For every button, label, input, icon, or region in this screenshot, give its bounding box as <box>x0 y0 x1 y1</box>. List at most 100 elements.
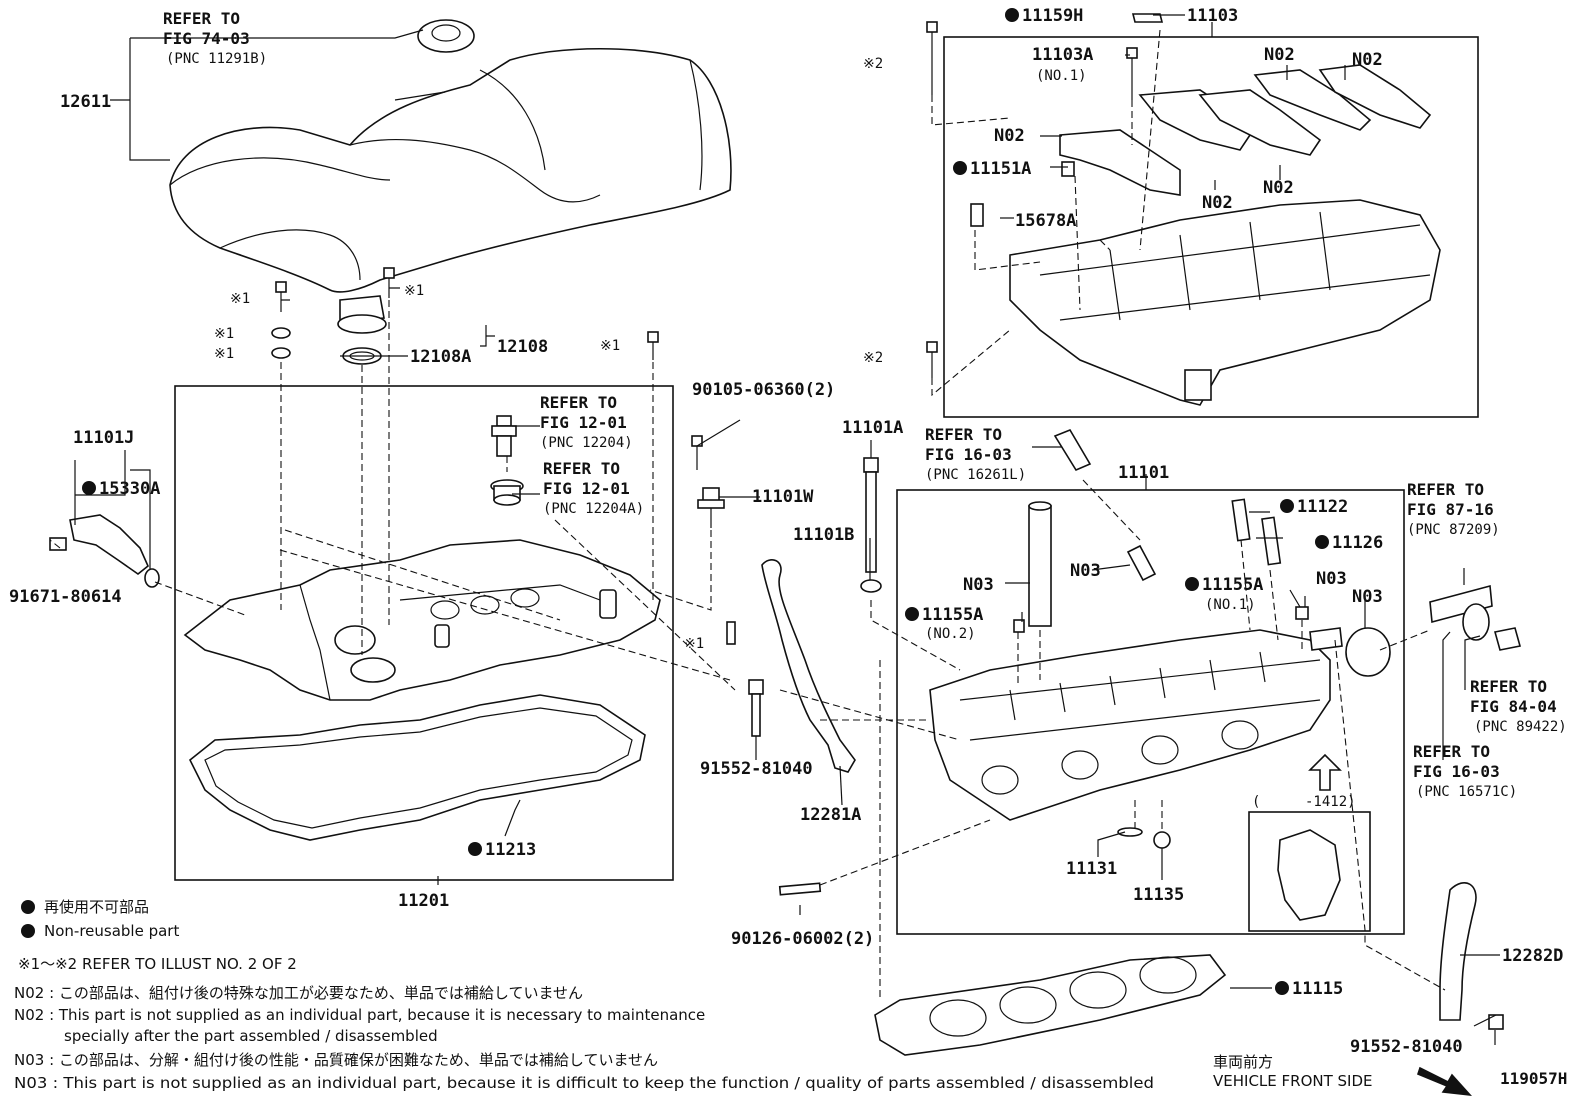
label-refer-cover-3: (PNC 11291B) <box>166 51 267 67</box>
label-refer-1603a-2: FIG 16-03 <box>925 445 1012 464</box>
label-11115: 11115 <box>1292 979 1343 999</box>
label-11155a-no2-sub: (NO.2) <box>925 626 976 642</box>
label-11101j: 11101J <box>73 428 134 448</box>
label-refer-cover-2: FIG 74-03 <box>163 29 250 48</box>
label-12282d: 12282D <box>1502 946 1563 966</box>
legend-jp: 再使用不可部品 <box>44 898 149 916</box>
label-11155a-no2: 11155A <box>922 605 983 625</box>
inset-detail-drawing <box>1277 829 1341 921</box>
label-refer-8404-2: FIG 84-04 <box>1470 697 1557 716</box>
notes-block: 再使用不可部品 Non-reusable part ※1～※2 REFER TO… <box>14 898 1154 1092</box>
label-15678a: 15678A <box>1015 211 1076 231</box>
label-11151a: 11151A <box>970 159 1031 179</box>
label-11103: 11103 <box>1187 6 1238 26</box>
label-11201: 11201 <box>398 891 449 911</box>
label-refer-1603a-3: (PNC 16261L) <box>925 467 1026 483</box>
head-cover-drawing <box>183 539 661 701</box>
leader-lines <box>74 14 1500 1045</box>
label-11103a-no: (NO.1) <box>1036 68 1087 84</box>
label-11159h: 11159H <box>1022 6 1083 26</box>
stud-11101w-drawing <box>697 487 725 528</box>
label-12108a: 12108A <box>410 347 471 367</box>
head-small-parts-drawing <box>1013 429 1522 849</box>
view-arrow <box>1308 753 1342 791</box>
label-11103a: 11103A <box>1032 45 1093 65</box>
label-refer-pcv2-2: FIG 12-01 <box>543 479 630 498</box>
engine-hanger-12282d-drawing <box>1439 882 1477 1021</box>
oil-filler-cap-drawing <box>337 295 387 365</box>
label-11122: 11122 <box>1297 497 1348 517</box>
label-refer-8716-1: REFER TO <box>1407 480 1484 499</box>
note-refer-illust: ※1～※2 REFER TO ILLUST NO. 2 OF 2 <box>18 955 297 973</box>
label-91671-80614: 91671-80614 <box>9 587 122 607</box>
label-mark2-a: ※2 <box>863 56 883 72</box>
engine-cover-drawing <box>169 19 732 293</box>
label-91552-81040-a: 91552-81040 <box>700 759 813 779</box>
label-mark1-c: ※1 <box>214 346 234 362</box>
note-n03-jp: N03 : この部品は、分解・組付け後の性能・品質確保が困難なため、単品では補給… <box>14 1051 658 1069</box>
note-n02-en-2: specially after the part assembled / dis… <box>64 1027 438 1045</box>
label-n03-2: N03 <box>963 575 994 595</box>
label-11135: 11135 <box>1133 885 1184 905</box>
label-12281a: 12281A <box>800 805 861 825</box>
label-refer-8716-2: FIG 87-16 <box>1407 500 1494 519</box>
inset-view-box <box>1248 811 1371 932</box>
head-bolt-drawing <box>860 457 882 593</box>
label-refer-1603a-1: REFER TO <box>925 425 1002 444</box>
pcv-valves-drawing <box>490 415 524 506</box>
label-n02-2: N02 <box>1352 50 1383 70</box>
label-n02-1: N02 <box>1264 45 1295 65</box>
vehicle-front-arrow <box>1417 1066 1473 1097</box>
label-mark1-f: ※1 <box>684 636 704 652</box>
label-inset-open: ( <box>1252 794 1260 810</box>
stud-90126-drawing <box>778 882 822 896</box>
label-90105-06360: 90105-06360(2) <box>692 380 835 400</box>
label-11213: 11213 <box>485 840 536 860</box>
label-refer-1603b-1: REFER TO <box>1413 742 1490 761</box>
label-11101b: 11101B <box>793 525 854 545</box>
legend-en: Non-reusable part <box>44 922 179 940</box>
label-illust-no: 119057H <box>1500 1069 1567 1088</box>
label-mark1-b: ※1 <box>214 326 234 342</box>
label-11155a-no1-sub: (NO.1) <box>1205 597 1256 613</box>
part-labels: REFER TO FIG 74-03 (PNC 11291B) 12611 ※1… <box>9 6 1567 1090</box>
label-12108: 12108 <box>497 337 548 357</box>
camshaft-housing-box <box>943 36 1479 418</box>
label-n02-5: N02 <box>1263 178 1294 198</box>
label-11126: 11126 <box>1332 533 1383 553</box>
label-mark1-d: ※1 <box>404 283 424 299</box>
label-refer-pcv1-2: FIG 12-01 <box>540 413 627 432</box>
label-n03-1: N03 <box>1070 561 1101 581</box>
cylinder-head-box <box>896 489 1405 935</box>
label-mark1-e: ※1 <box>600 338 620 354</box>
label-refer-pcv1-3: (PNC 12204) <box>540 435 633 451</box>
label-refer-8404-1: REFER TO <box>1470 677 1547 696</box>
oil-control-valve-drawing <box>49 514 160 588</box>
label-91552-81040-b: 91552-81040 <box>1350 1037 1463 1057</box>
label-refer-1603b-3: (PNC 16571C) <box>1416 784 1517 800</box>
label-11155a-no1: 11155A <box>1202 575 1263 595</box>
cylinder-head-drawing <box>929 629 1331 821</box>
label-n03-4: N03 <box>1352 587 1383 607</box>
note-n02-en-1: N02 : This part is not supplied as an in… <box>14 1006 705 1024</box>
label-refer-8404-3: (PNC 89422) <box>1474 719 1567 735</box>
label-90126-06002: 90126-06002(2) <box>731 929 874 949</box>
label-vehicle-front-jp: 車両前方 <box>1213 1053 1273 1071</box>
label-mark2-b: ※2 <box>863 350 883 366</box>
label-n02-4: N02 <box>1202 193 1233 213</box>
label-vehicle-front-en: VEHICLE FRONT SIDE <box>1213 1072 1373 1090</box>
note-n02-jp: N02 : この部品は、組付け後の特殊な加工が必要なため、単品では補給していませ… <box>14 984 583 1002</box>
assembly-lines <box>49 29 1446 1000</box>
note-n03-en: N03 : This part is not supplied as an in… <box>14 1074 1154 1092</box>
label-11131: 11131 <box>1066 859 1117 879</box>
label-inset-code: -1412) <box>1305 794 1356 810</box>
label-refer-1603b-2: FIG 16-03 <box>1413 762 1500 781</box>
label-n03-3: N03 <box>1316 569 1347 589</box>
camshaft-housing-drawing <box>1009 199 1441 406</box>
label-refer-8716-3: (PNC 87209) <box>1407 522 1500 538</box>
cover-assembly-box <box>174 385 674 881</box>
label-refer-pcv2-1: REFER TO <box>543 459 620 478</box>
label-n02-3: N02 <box>994 126 1025 146</box>
label-mark1-a: ※1 <box>230 291 250 307</box>
